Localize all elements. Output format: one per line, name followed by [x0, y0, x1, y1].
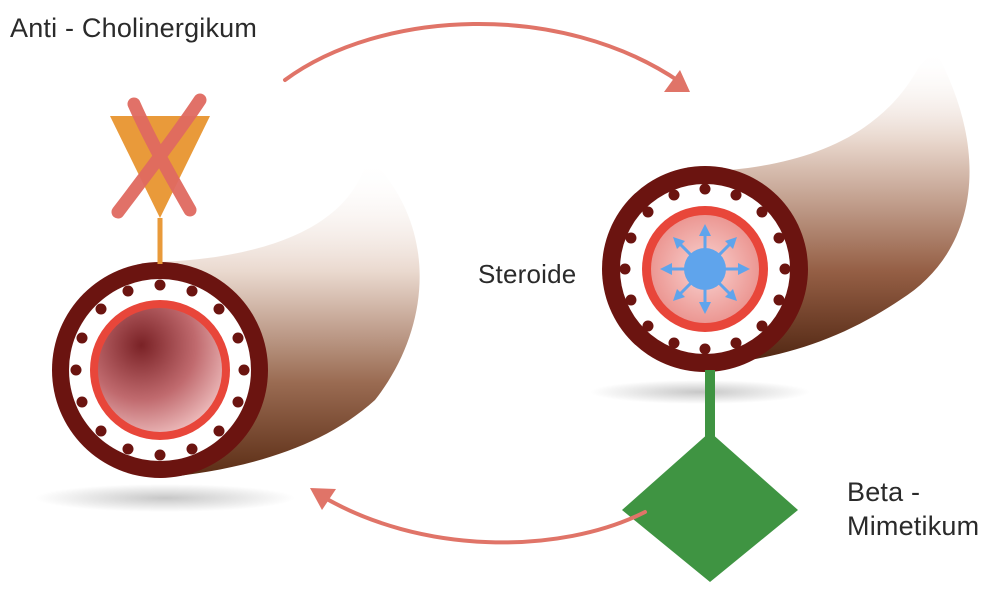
beta-mimetic-diamond	[622, 432, 798, 582]
radiating-sphere-icon	[660, 224, 750, 314]
gland-dots-right	[619, 183, 791, 355]
label-beta-mimetikum: Beta - Mimetikum	[847, 476, 979, 544]
label-beta-mimetikum-line1: Beta -	[847, 477, 921, 507]
inverted-triangle-blocked-icon	[110, 93, 210, 264]
arrow-top	[283, 22, 682, 84]
gland-dots-left	[70, 279, 250, 461]
label-steroide: Steroide	[478, 259, 577, 289]
label-beta-mimetikum-line2: Mimetikum	[847, 510, 980, 541]
lumen-left	[98, 308, 222, 432]
diamond-icon	[622, 370, 798, 582]
shadow-right	[590, 380, 810, 404]
shadow-left	[35, 484, 295, 512]
arrow-bottom	[318, 493, 647, 545]
label-anti-cholinergikum: Anti - Cholinergikum	[10, 13, 258, 43]
blocked-cross-icon	[111, 93, 207, 219]
arrow-bottom-head	[310, 488, 336, 510]
arrow-top-head	[664, 70, 690, 92]
bronchus-cross-section-left	[52, 262, 268, 478]
